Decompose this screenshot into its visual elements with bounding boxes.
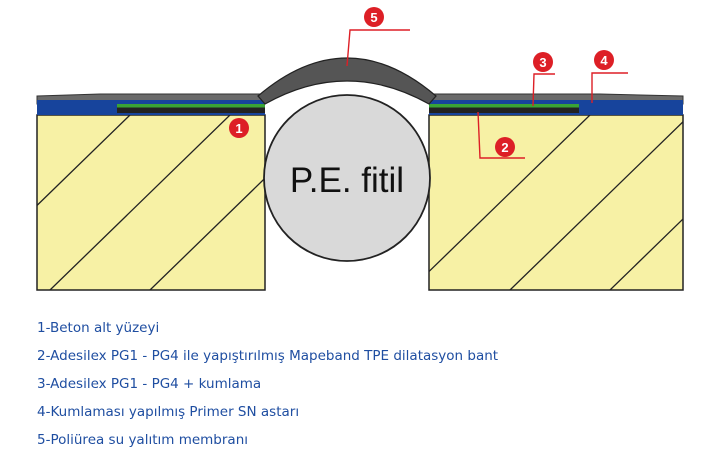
marker-2: 2 xyxy=(495,137,515,157)
legend-item-1: 1-Beton alt yüzeyi xyxy=(37,320,160,336)
adhesive-layer-left xyxy=(117,104,265,108)
legend: 1-Beton alt yüzeyi 2-Adesilex PG1 - PG4 … xyxy=(37,314,498,454)
joint-cross-section-diagram: P.E. fitil 1 2 3 4 5 xyxy=(36,7,684,291)
legend-item-5: 5-Poliürea su yalıtım membranı xyxy=(37,432,248,448)
concrete-hatch-right xyxy=(429,115,683,290)
marker-1-number: 1 xyxy=(235,121,242,136)
marker-3-number: 3 xyxy=(539,55,546,70)
marker-5: 5 xyxy=(364,7,384,27)
marker-3: 3 xyxy=(533,52,553,72)
leader-line-5 xyxy=(346,29,410,67)
concrete-block-right xyxy=(428,114,684,291)
marker-4: 4 xyxy=(594,50,614,70)
concrete-hatch-left xyxy=(37,115,265,290)
legend-item-3: 3-Adesilex PG1 - PG4 + kumlama xyxy=(37,376,262,392)
marker-1: 1 xyxy=(229,118,249,138)
tpe-band-left xyxy=(117,107,265,113)
membrane-dome xyxy=(257,57,437,105)
adhesive-layer-right xyxy=(429,104,579,108)
leader-line-2 xyxy=(477,111,525,159)
concrete-block-left xyxy=(36,114,266,291)
legend-item-4: 4-Kumlaması yapılmış Primer SN astarı xyxy=(37,404,300,420)
tpe-band-right xyxy=(429,107,579,113)
marker-4-number: 4 xyxy=(600,53,608,68)
marker-5-number: 5 xyxy=(370,10,377,25)
pe-fitil-circle xyxy=(263,94,431,262)
leader-line-3 xyxy=(532,73,555,107)
marker-2-number: 2 xyxy=(501,140,508,155)
pe-fitil-label: P.E. fitil xyxy=(290,161,404,200)
leader-line-4 xyxy=(591,72,628,103)
legend-item-2: 2-Adesilex PG1 - PG4 ile yapıştırılmış M… xyxy=(37,348,499,364)
